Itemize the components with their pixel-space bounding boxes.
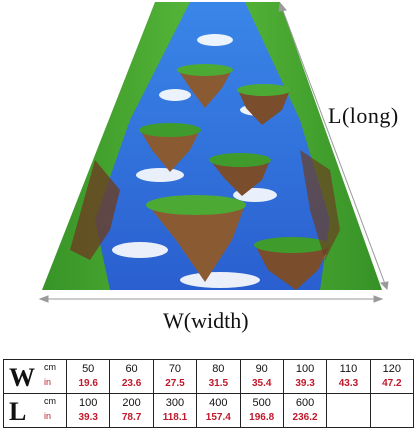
- row-letter: W: [9, 363, 35, 392]
- row-header: L cm in: [3, 393, 67, 428]
- cm-value: 300: [165, 397, 185, 409]
- cm-value: 50: [82, 363, 95, 375]
- island: [254, 237, 330, 290]
- island: [146, 195, 246, 282]
- size-cell: 300 118.1: [152, 393, 198, 428]
- unit-in-label: in: [44, 377, 52, 387]
- size-cell: 70 27.5: [152, 359, 198, 394]
- in-value: 78.7: [121, 412, 142, 423]
- size-cell: 500 196.8: [239, 393, 284, 428]
- size-cell: [326, 393, 371, 428]
- size-cell: 120 47.2: [369, 359, 415, 394]
- rug: [42, 2, 382, 290]
- in-value: 23.6: [121, 378, 142, 389]
- cm-value: 120: [382, 363, 401, 375]
- in-value: 43.3: [338, 378, 359, 389]
- cm-value: 200: [122, 397, 141, 409]
- in-value: 236.2: [292, 412, 318, 423]
- width-label: W(width): [163, 308, 249, 333]
- width-dimension-line: [38, 295, 384, 303]
- rug-illustration: [38, 1, 389, 303]
- in-value: 47.2: [382, 378, 402, 389]
- in-value: 39.3: [295, 378, 315, 389]
- table-row-length: L cm in 100 39.3 200 78.7 300 118.1 400 157.…: [3, 393, 415, 428]
- row-letter: L: [9, 397, 27, 426]
- size-cell: 80 31.5: [196, 359, 241, 394]
- island: [237, 84, 291, 125]
- cm-value: 400: [209, 397, 228, 409]
- island: [177, 64, 233, 108]
- cm-value: 600: [295, 397, 315, 409]
- table-row-width: W cm in 50 19.6 60 23.6 70 27.5 80 31.5 90 35…: [3, 359, 415, 394]
- size-cell: 60 23.6: [109, 359, 154, 394]
- cm-value: 60: [125, 363, 138, 375]
- cm-value: 100: [295, 363, 315, 375]
- in-value: 39.3: [78, 412, 98, 423]
- cm-value: 70: [168, 363, 182, 375]
- in-value: 157.4: [205, 412, 231, 423]
- size-cell: 110 43.3: [326, 359, 371, 394]
- size-cell: [369, 393, 415, 428]
- in-value: 35.4: [251, 378, 272, 389]
- in-value: 27.5: [165, 378, 185, 389]
- in-value: 196.8: [249, 412, 275, 423]
- island: [139, 123, 201, 172]
- cm-value: 500: [252, 397, 271, 409]
- size-table: W cm in 50 19.6 60 23.6 70 27.5 80 31.5 90 35…: [3, 359, 415, 428]
- row-header: W cm in: [3, 359, 67, 394]
- cm-value: 90: [255, 363, 268, 375]
- size-cell: 90 35.4: [239, 359, 284, 394]
- in-value: 31.5: [208, 378, 229, 389]
- island: [209, 153, 271, 196]
- cm-value: 110: [339, 363, 358, 375]
- size-cell: 400 157.4: [196, 393, 241, 428]
- unit-cm-label: cm: [44, 396, 56, 406]
- size-cell: 100 39.3: [282, 359, 328, 394]
- size-cell: 600 236.2: [282, 393, 328, 428]
- cm-value: 100: [79, 397, 98, 409]
- length-label: L(long): [328, 103, 399, 128]
- length-dimension-line: [278, 1, 389, 291]
- in-value: 19.6: [78, 378, 98, 389]
- size-cell: 200 78.7: [109, 393, 154, 428]
- size-cell: 100 39.3: [65, 393, 111, 428]
- unit-cm-label: cm: [44, 362, 56, 372]
- cm-value: 80: [212, 363, 225, 375]
- size-cell: 50 19.6: [65, 359, 111, 394]
- in-value: 118.1: [162, 412, 188, 423]
- unit-in-label: in: [44, 411, 52, 421]
